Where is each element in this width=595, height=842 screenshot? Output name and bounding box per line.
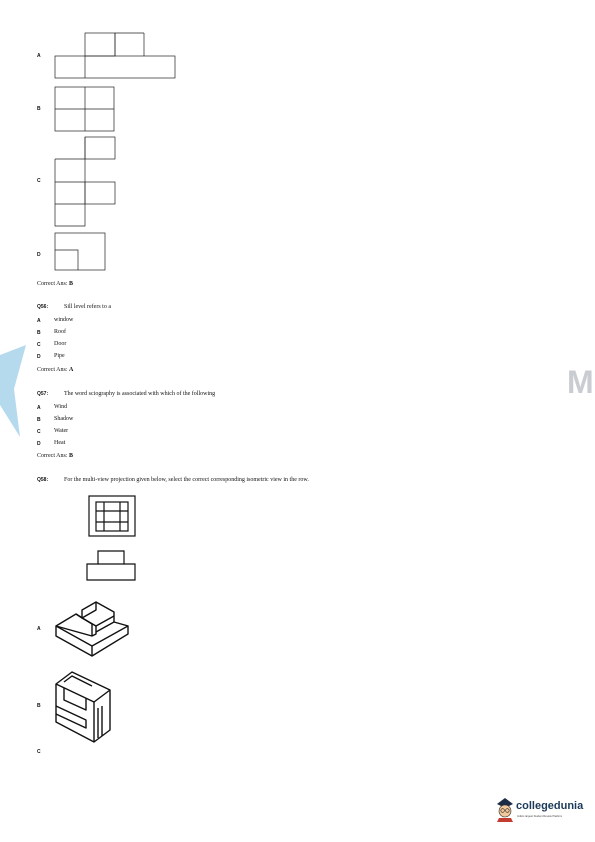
q57-option-d-text: Heat (54, 440, 66, 446)
q55-option-a-letter: A (37, 53, 41, 59)
q56-option-c-letter: C (37, 342, 41, 348)
q57-option-c-text: Water (54, 428, 69, 434)
q56-option-c-text: Door (54, 341, 67, 347)
q56-option-a-text: window (54, 317, 74, 323)
q57-option-a-letter: A (37, 405, 41, 411)
logo-tagline: India's largest Student Review Platform (517, 815, 563, 818)
answer-value: A (69, 367, 74, 373)
answer-value: B (69, 453, 74, 459)
q56-correct-answer: Correct Ans: A (37, 367, 73, 373)
q56-question-text: Sill level refers to a (64, 304, 111, 310)
answer-value: B (69, 281, 74, 287)
answer-label: Correct Ans: (37, 367, 68, 373)
q58-question-text: For the multi-view projection given belo… (64, 477, 309, 483)
q55-option-a-figure (54, 32, 176, 79)
q57-question-text: The word sciography is associated with w… (64, 391, 216, 397)
q57-option-b-text: Shadow (54, 416, 74, 422)
q55-option-b-figure (54, 86, 115, 132)
brand-logo: collegedunia India's largest Student Rev… (495, 796, 585, 826)
q56-option-b-letter: B (37, 330, 41, 336)
answer-label: Correct Ans: (37, 281, 68, 287)
q58-front-view-figure (88, 495, 136, 537)
q56-number: Q56: (37, 304, 49, 310)
logo-wordmark: collegedunia (516, 800, 584, 812)
watermark-letter: M (567, 364, 594, 400)
q57-option-a-text: Wind (54, 404, 68, 410)
q58-option-c-letter: C (37, 749, 41, 755)
q55-option-c-letter: C (37, 178, 41, 184)
q58-option-a-isometric-figure (55, 601, 129, 657)
q55-correct-answer: Correct Ans: B (37, 281, 73, 287)
q57-option-d-letter: D (37, 441, 41, 447)
q58-option-a-letter: A (37, 626, 41, 632)
q57-option-b-letter: B (37, 417, 41, 423)
q56-option-d-text: Pipe (54, 353, 65, 359)
q56-option-d-letter: D (37, 354, 41, 360)
q57-option-c-letter: C (37, 429, 41, 435)
q57-number: Q57: (37, 391, 49, 397)
q58-number: Q58: (37, 477, 49, 483)
q55-option-c-figure (54, 136, 116, 227)
q58-top-view-figure (86, 550, 136, 581)
student-mascot-icon (497, 798, 513, 822)
q55-option-d-letter: D (37, 252, 41, 258)
side-accent-shape (0, 345, 26, 437)
answer-label: Correct Ans: (37, 453, 68, 459)
q56-option-a-letter: A (37, 318, 41, 324)
q56-option-b-text: Roof (54, 329, 66, 335)
q55-option-d-figure (54, 232, 106, 271)
q57-correct-answer: Correct Ans: B (37, 453, 73, 459)
q55-option-b-letter: B (37, 106, 41, 112)
q58-option-b-letter: B (37, 703, 41, 709)
q58-option-b-isometric-figure (55, 671, 111, 743)
